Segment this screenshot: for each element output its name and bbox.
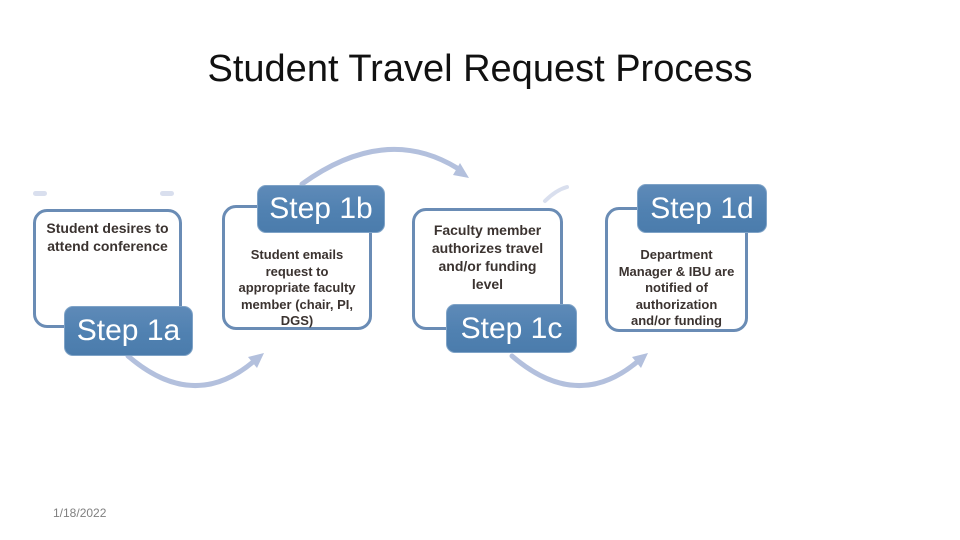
step-badge-1d: Step 1d bbox=[637, 184, 767, 233]
step-badge-1a: Step 1a bbox=[64, 306, 193, 356]
arrowhead-icon bbox=[632, 353, 648, 368]
arc-arrow-top bbox=[299, 146, 469, 187]
arrowhead-icon bbox=[453, 163, 469, 178]
arc-arrow-bottom-right bbox=[509, 353, 648, 389]
arrowhead-icon bbox=[248, 353, 264, 368]
process-box-text: Faculty member authorizes travel and/or … bbox=[431, 222, 544, 292]
process-box-text: Student emails request to appropriate fa… bbox=[238, 247, 356, 328]
step-badge-1b: Step 1b bbox=[257, 185, 385, 233]
process-box-text: Department Manager & IBU are notified of… bbox=[618, 247, 735, 328]
process-box-text: Student desires to attend conference bbox=[46, 220, 169, 254]
arc-arrow-bottom-left bbox=[125, 353, 264, 389]
slide-title: Student Travel Request Process bbox=[207, 48, 753, 90]
step-badge-1c: Step 1c bbox=[446, 304, 577, 353]
slide-date: 1/18/2022 bbox=[53, 506, 107, 520]
arc-fragments bbox=[33, 185, 569, 203]
